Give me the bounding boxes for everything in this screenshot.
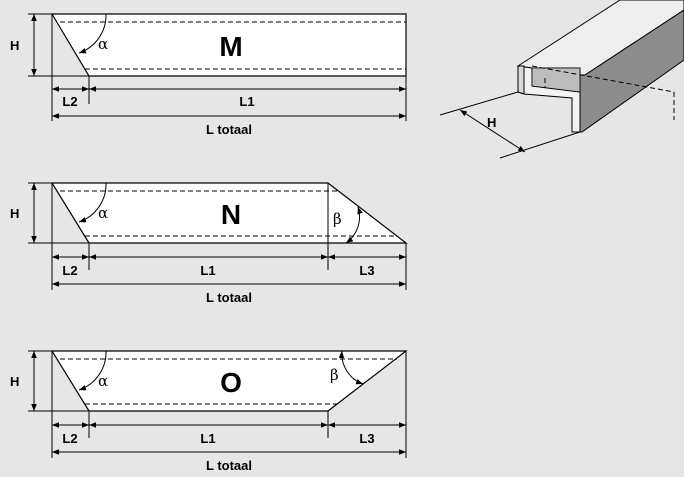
shape-o-alpha-arc [78,350,107,391]
shape-m-total-label: L totaal [206,122,252,137]
u-profile-3d: H [439,0,684,159]
profile-h-ext-bottom [499,131,581,159]
shape-n-beta-arc [345,206,363,244]
shape-o-alpha-label: α [98,372,108,390]
profile-h-label: H [487,115,496,130]
shape-m-letter: M [219,31,242,62]
shape-o-beta-label: β [330,366,339,384]
shape-o-h-label: H [10,374,19,389]
shape-n-beta-label: β [333,210,342,228]
profile-left-flange [517,65,525,95]
profile-h-dimension [459,109,526,153]
profile-dashed-cut-line [531,65,675,93]
shape-m-alpha-arc [78,13,107,54]
shape-o-l1-label: L1 [200,431,215,446]
shape-m-alpha-label: α [98,35,108,53]
shape-n: H α β N L2 L1 L3 L totaal [10,182,408,305]
shape-m-l1-label: L1 [239,94,254,109]
shape-m-h-label: H [10,38,19,53]
shape-m-l2-label: L2 [62,94,77,109]
shape-n-l1-label: L1 [200,263,215,278]
shape-o: H α β O L2 L1 L3 L totaal [10,350,408,473]
shape-n-alpha-label: α [98,204,108,222]
shape-n-h-label: H [10,206,19,221]
shape-o-l3-label: L3 [359,431,374,446]
shape-m: H α M L2 L1 L totaal [10,13,407,137]
profile-inner-face [531,67,581,93]
shape-o-l2-label: L2 [62,431,77,446]
shape-o-total-label: L totaal [206,458,252,473]
profile-h-ext-top [439,91,519,116]
shape-o-beta-arc [338,350,364,385]
shape-n-l3-label: L3 [359,263,374,278]
shape-n-l2-label: L2 [62,263,77,278]
shape-n-total-label: L totaal [206,290,252,305]
shape-n-alpha-arc [78,182,107,223]
shape-n-letter: N [221,199,241,230]
shape-o-letter: O [220,367,242,398]
